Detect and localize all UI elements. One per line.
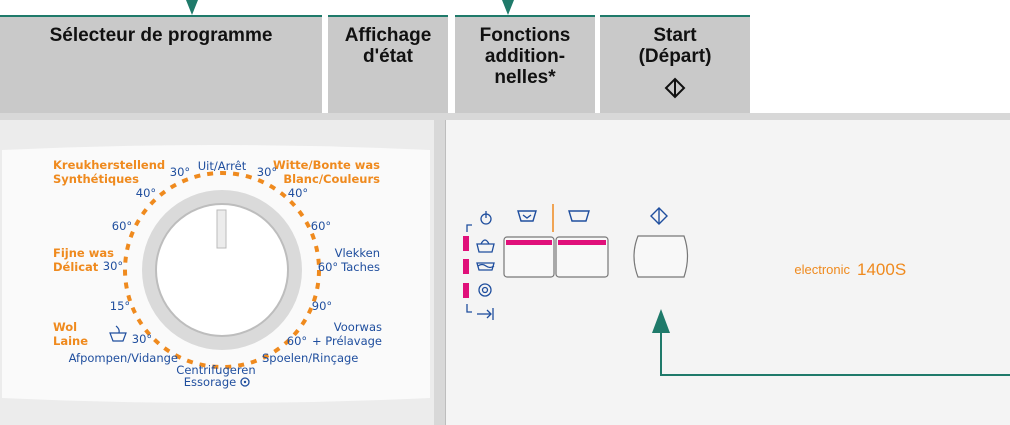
header-status-display: Affichage d'état bbox=[328, 15, 448, 113]
label-white-nl: Witte/Bonte was bbox=[273, 158, 380, 172]
temp-label: 30° bbox=[257, 165, 277, 179]
prewash-button-led bbox=[506, 240, 552, 245]
label-spin-fr: Essorage bbox=[184, 375, 236, 389]
start-button[interactable] bbox=[633, 235, 689, 278]
temp-label: 60° bbox=[318, 260, 338, 274]
status-led bbox=[463, 259, 469, 274]
label-prewash-fr: + Prélavage bbox=[312, 334, 382, 348]
label-off: Uit/Arrêt bbox=[198, 159, 247, 173]
main-wash-icon bbox=[568, 210, 590, 222]
header-additional-functions-label: Fonctions addition- nelles* bbox=[479, 25, 571, 88]
label-rinse: Spoelen/Rinçage bbox=[262, 351, 358, 365]
header-status-display-label: Affichage d'état bbox=[344, 25, 432, 67]
label-fine-fr: Délicat bbox=[53, 260, 99, 274]
label-spin-nl: Centrifugeren bbox=[176, 363, 255, 377]
brand-prefix: electronic bbox=[794, 262, 850, 277]
temp-label: 30° bbox=[170, 165, 190, 179]
status-indicators bbox=[466, 211, 495, 320]
start-icon bbox=[650, 207, 668, 225]
start-symbol-icon bbox=[664, 77, 686, 99]
header-start-label: Start (Départ) bbox=[638, 25, 712, 67]
arrow-down-icon bbox=[186, 0, 198, 15]
handwash-icon bbox=[109, 325, 127, 342]
spin-icon-dot bbox=[243, 380, 247, 384]
label-wool-nl: Wol bbox=[53, 320, 77, 334]
label-fine-nl: Fijne was bbox=[53, 246, 114, 260]
program-knob[interactable] bbox=[155, 203, 289, 337]
temp-label: 60° bbox=[311, 219, 331, 233]
status-led bbox=[463, 283, 469, 298]
label-synth-nl: Kreukherstellend bbox=[53, 158, 165, 172]
header-program-selector: Sélecteur de programme bbox=[0, 15, 322, 113]
prewash-button[interactable] bbox=[503, 236, 555, 278]
arrow-up-icon bbox=[652, 309, 670, 333]
temp-label: 40° bbox=[136, 186, 156, 200]
label-prewash-nl: Voorwas bbox=[334, 320, 382, 334]
label-stain-fr: Taches bbox=[340, 260, 380, 274]
temp-label: 60° bbox=[112, 219, 132, 233]
label-stain-nl: Vlekken bbox=[335, 246, 380, 260]
main-wash-button-led bbox=[558, 240, 606, 245]
temp-label: 15° bbox=[110, 299, 130, 313]
temp-label: 60° bbox=[287, 334, 307, 348]
label-wool-fr: Laine bbox=[53, 334, 88, 348]
temp-label: 30° bbox=[103, 259, 123, 273]
label-drain: Afpompen/Vidange bbox=[69, 351, 178, 365]
temp-label: 30° bbox=[132, 332, 152, 346]
pointer-line bbox=[660, 331, 1010, 376]
main-wash-button[interactable] bbox=[555, 236, 609, 278]
header-additional-functions: Fonctions addition- nelles* bbox=[455, 15, 595, 113]
temp-label: 40° bbox=[288, 186, 308, 200]
label-synth-fr: Synthétiques bbox=[53, 172, 139, 186]
arrow-down-icon bbox=[502, 0, 514, 15]
header-program-selector-label: Sélecteur de programme bbox=[49, 25, 273, 46]
dial-track bbox=[123, 171, 321, 369]
prewash-icon bbox=[517, 210, 537, 222]
status-led bbox=[463, 236, 469, 251]
spin-icon bbox=[240, 377, 250, 387]
label-white-fr: Blanc/Couleurs bbox=[283, 172, 380, 186]
temp-label: 90° bbox=[312, 299, 332, 313]
brand-model: 1400S bbox=[857, 260, 906, 279]
knob-indicator bbox=[216, 209, 227, 249]
